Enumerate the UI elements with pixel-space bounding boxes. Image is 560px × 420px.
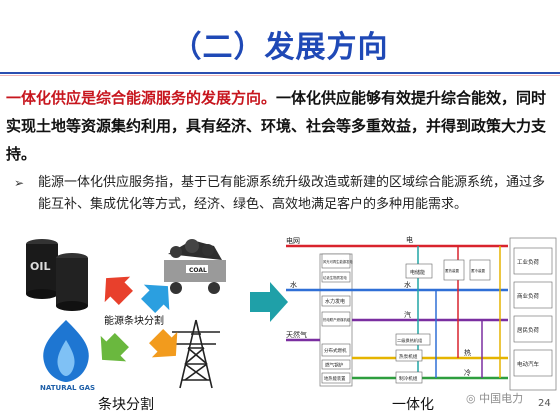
flow-label-water: 水 [404, 280, 411, 289]
box-biomass: 垃圾生物质发电 [323, 275, 347, 280]
wechat-icon: ◎ [466, 392, 476, 405]
silo-diagram: OIL COAL NATURAL GAS 能源条块分割 [26, 239, 226, 392]
flow-label-heat: 热 [464, 348, 471, 357]
silo-arrow-green-icon [100, 333, 129, 362]
box-heat-storage: 蓄热装置 [445, 268, 459, 273]
flow-label-electric: 电 [406, 235, 413, 244]
box-gas-boiler: 燃气锅炉 [325, 362, 344, 369]
load-boxes: 工业负荷 商业负荷 居民负荷 电动汽车 [513, 247, 553, 377]
oil-barrel-icon: OIL [26, 239, 88, 311]
flow-label-steam: 汽 [404, 310, 411, 319]
intro-paragraph: 一体化供应是综合能源服务的发展方向。一体化供应能够有效提升综合能效，同时实现土地… [6, 84, 554, 168]
transmission-tower-icon [172, 319, 220, 389]
transition-arrow-icon [250, 282, 288, 322]
page-title: （二）发展方向 [171, 30, 389, 65]
flow-label-cold: 冷 [464, 368, 471, 377]
bullet-text: 能源一体化供应服务指，基于已有能源系统升级改造或新建的区域综合能源系统，通过多能… [38, 175, 546, 212]
bullet-item: ➢ 能源一体化供应服务指，基于已有能源系统升级改造或新建的区域综合能源系统，通过… [14, 172, 550, 216]
box-chp: 热电联产燃煤机组 [323, 317, 351, 322]
watermark-text: 中国电力 [479, 392, 524, 405]
equipment-mid-boxes: 电储能 蓄热装置 蓄冷装置 二级换热机组 热泵机组 制冷机组 [395, 259, 491, 384]
box-cold-storage: 蓄冷装置 [471, 268, 485, 273]
silo-center-label: 能源条块分割 [104, 314, 164, 327]
silo-arrow-red-icon [104, 276, 133, 305]
intro-highlight: 一体化供应是综合能源服务的发展方向。 [6, 89, 277, 107]
caption-silo: 条块分割 [98, 397, 154, 413]
box-geothermal: 地热能装置 [324, 375, 346, 382]
oil-label: OIL [30, 260, 50, 273]
watermark: ◎ 中国电力 [466, 390, 523, 406]
source-label-grid: 电网 [286, 236, 300, 245]
box-chiller: 制冷机组 [399, 375, 418, 382]
coal-label: COAL [189, 267, 207, 274]
title-rule-accent [0, 75, 560, 76]
title-rule [0, 72, 560, 74]
box-renewable: 风光可再生能源发电 [323, 259, 353, 264]
natural-gas-flame-icon: NATURAL GAS [40, 320, 95, 392]
box-heat-pump: 热泵机组 [399, 353, 418, 360]
bullet-arrow-icon: ➢ [14, 176, 25, 190]
load-industrial: 工业负荷 [517, 258, 540, 266]
equipment-left-boxes: 风光可再生能源发电 垃圾生物质发电 水力发电 热电联产燃煤机组 分布式燃机 燃气… [321, 253, 353, 384]
box-electric-storage: 电储能 [410, 269, 425, 276]
load-commercial: 商业负荷 [517, 292, 540, 300]
source-label-gas: 天然气 [286, 330, 307, 339]
box-distributed-turbine: 分布式燃机 [324, 347, 347, 354]
gas-label: NATURAL GAS [40, 384, 95, 392]
page-number: 24 [538, 398, 551, 409]
integrated-diagram: 电网 水 天然气 风光可再生能源发电 垃圾生物质发电 水力发电 热电联产燃煤机组… [286, 235, 557, 391]
load-residential: 居民负荷 [517, 326, 540, 334]
caption-integrated: 一体化 [392, 397, 434, 413]
box-hydro: 水力发电 [325, 298, 345, 305]
coal-cart-icon: COAL [164, 239, 226, 294]
silo-arrow-orange-icon [149, 329, 178, 358]
load-column-frame [509, 237, 557, 391]
box-secondary-exchanger: 二级换热机组 [397, 337, 422, 344]
source-label-water: 水 [290, 280, 297, 289]
intro-rest: 一体化供应能够有效提升综合能效，同时实现土地等资源集约利用，具有经济、环境、社会… [6, 89, 547, 163]
load-ev: 电动汽车 [517, 360, 540, 368]
